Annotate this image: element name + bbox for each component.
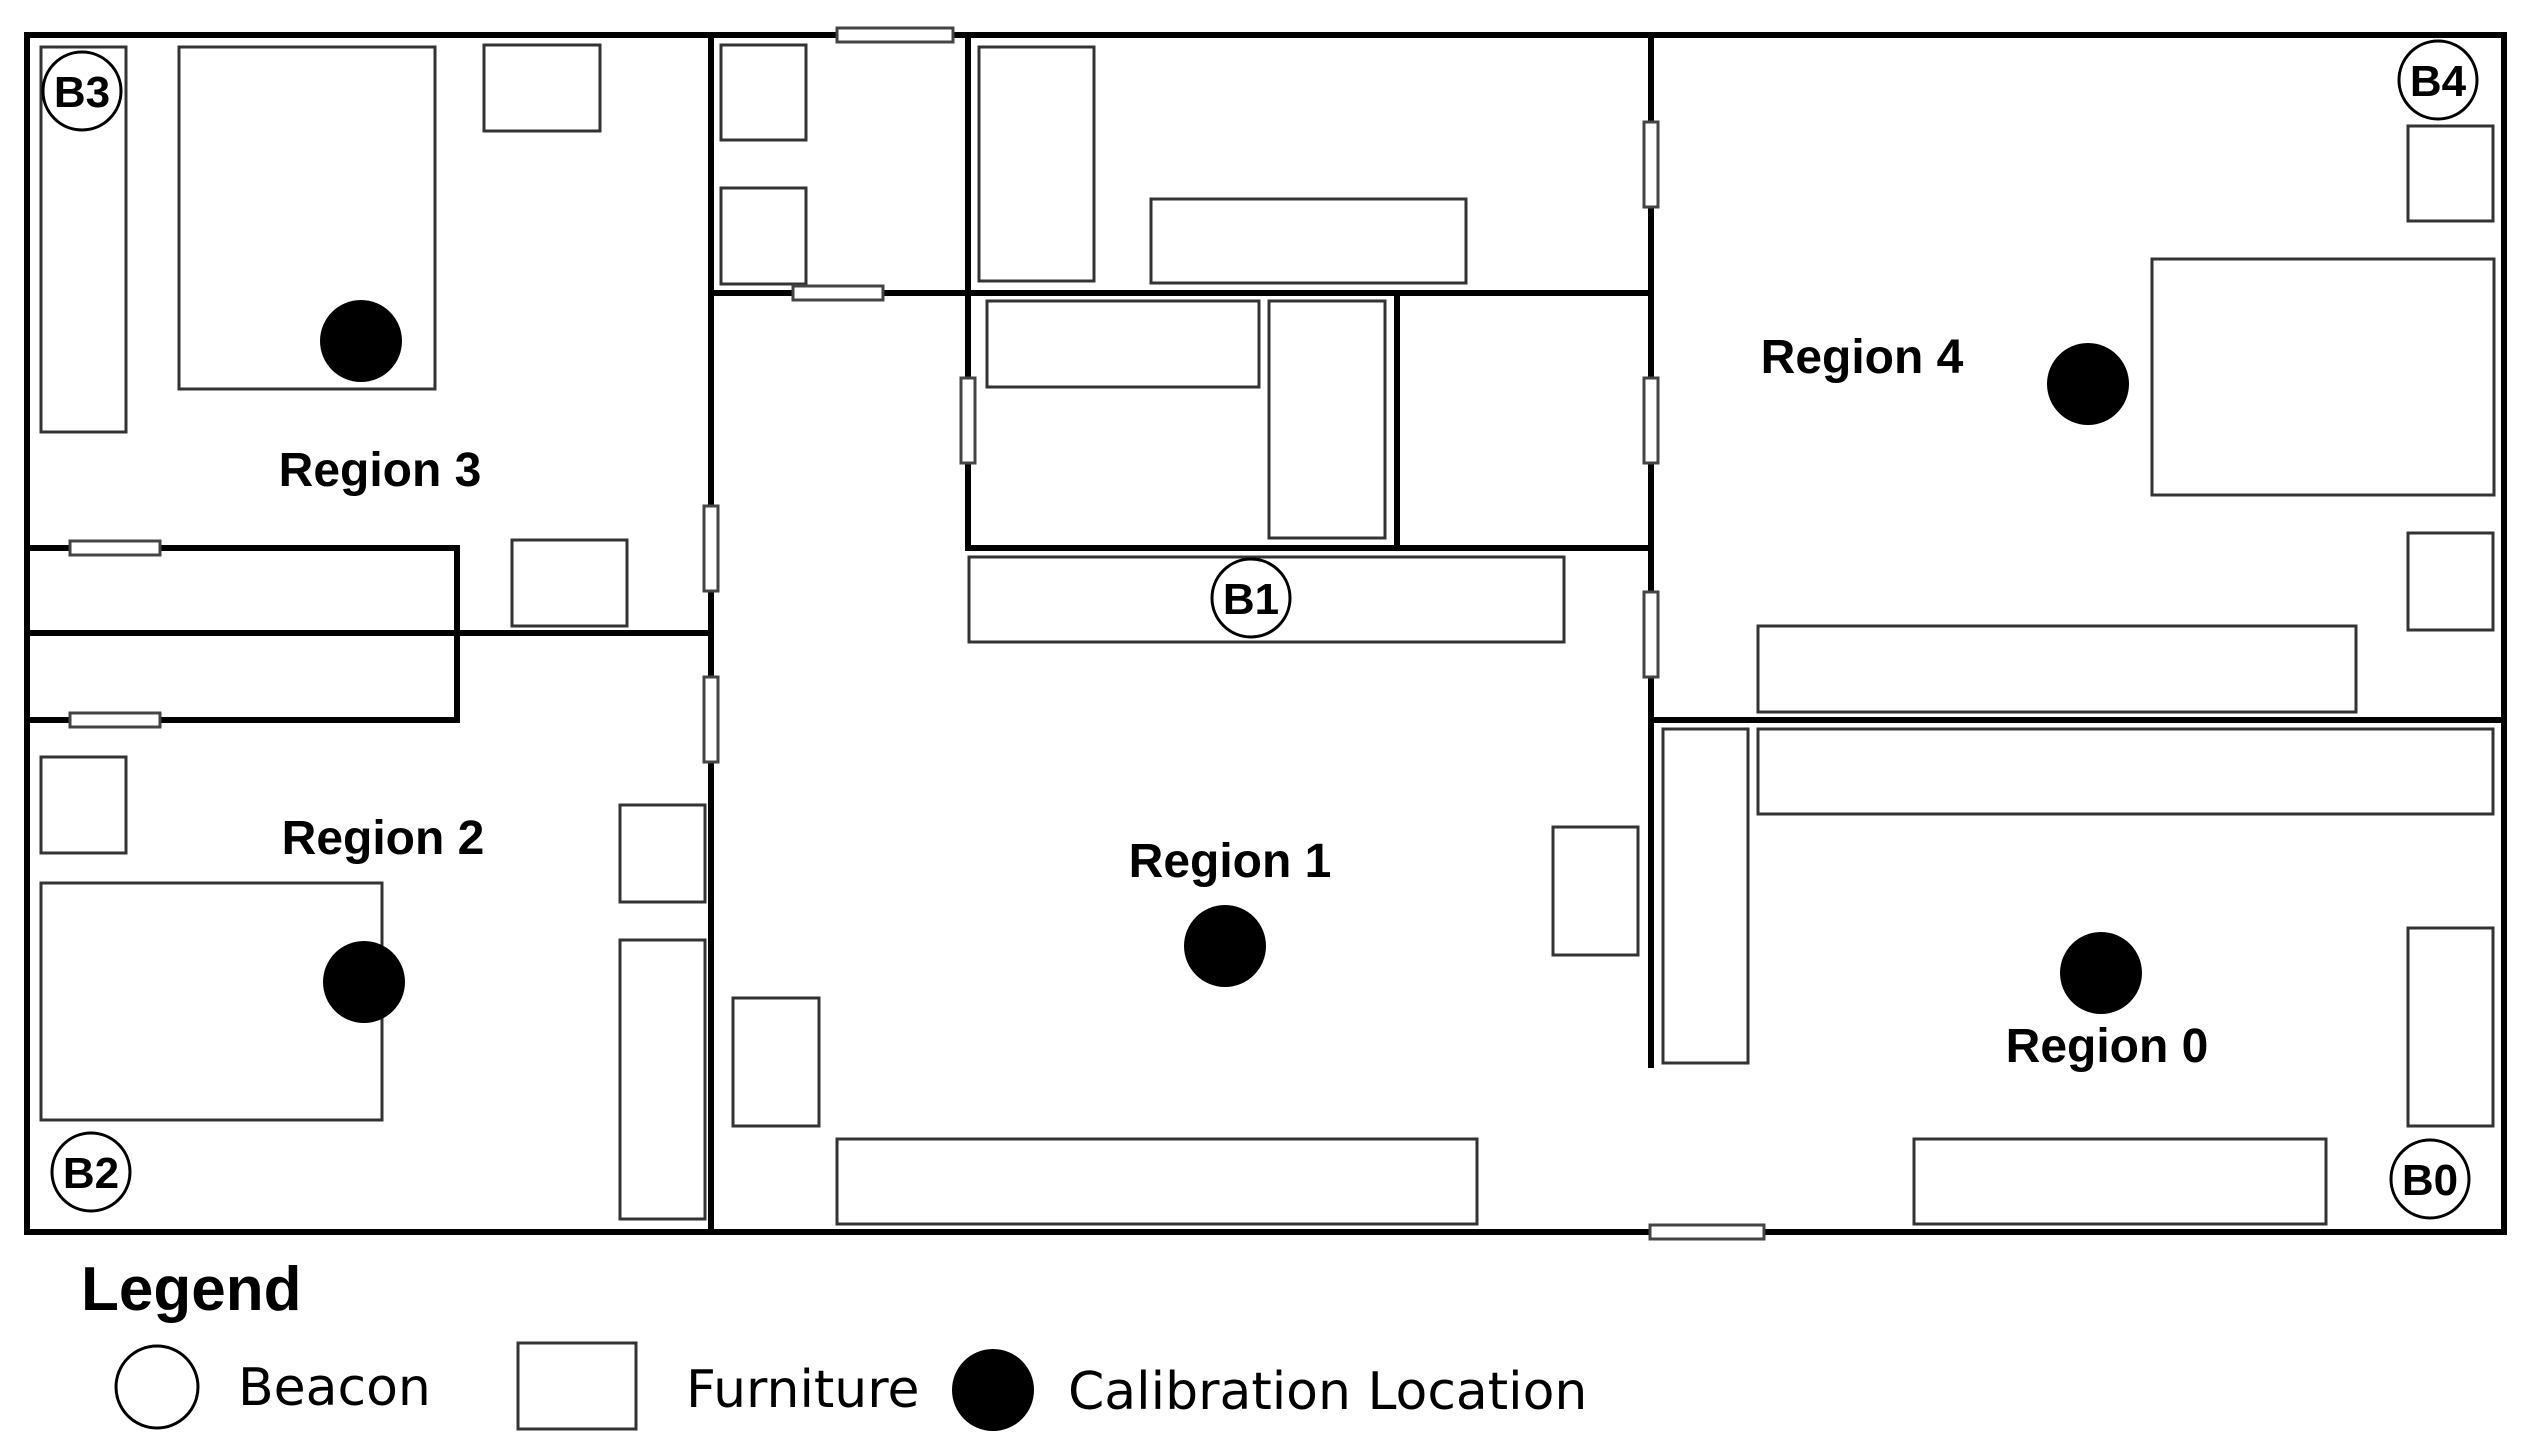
furniture-item xyxy=(39,755,128,855)
beacon-label: B2 xyxy=(63,1149,119,1198)
region-label-1: Region 1 xyxy=(1129,835,1332,888)
furniture-item xyxy=(835,1137,1479,1226)
door xyxy=(702,675,720,764)
door xyxy=(1642,590,1660,679)
furniture-item xyxy=(618,803,707,904)
furniture-item xyxy=(1756,624,2358,714)
furniture-item xyxy=(719,186,808,286)
legend: Legend Beacon Furniture Calibration Loca… xyxy=(81,1255,1587,1431)
furniture-item xyxy=(2150,257,2496,497)
beacon-label: B1 xyxy=(1223,575,1279,624)
beacon-b4: B4 xyxy=(2397,39,2479,121)
legend-furniture-label: Furniture xyxy=(686,1360,919,1420)
legend-beacon-label: Beacon xyxy=(238,1358,431,1418)
furniture-item xyxy=(2406,531,2495,632)
furniture-item xyxy=(2406,124,2495,223)
doors-group xyxy=(68,26,1766,1241)
door xyxy=(1642,376,1660,465)
region-label-0: Region 0 xyxy=(2006,1020,2209,1073)
furniture-item xyxy=(1661,727,1750,1065)
furniture-item xyxy=(510,538,629,628)
beacon-b2: B2 xyxy=(50,1131,132,1213)
furniture-item xyxy=(1756,727,2495,816)
beacons-group: B3 B4 B1 B2 B0 xyxy=(41,39,2479,1220)
calibration-point-region-2 xyxy=(323,941,405,1023)
calibration-point-region-1 xyxy=(1184,905,1266,987)
furniture-item xyxy=(1551,825,1640,957)
beacon-label: B0 xyxy=(2402,1156,2458,1205)
door xyxy=(1642,120,1660,209)
furniture-item xyxy=(977,45,1096,283)
beacon-b3: B3 xyxy=(41,50,123,132)
region-label-2: Region 2 xyxy=(282,812,485,865)
door xyxy=(791,284,885,302)
furniture-item xyxy=(1149,197,1468,285)
region-labels-group: Region 3 Region 4 Region 2 Region 1 Regi… xyxy=(279,331,2209,1073)
furniture-item xyxy=(482,43,602,133)
calibration-point-region-4 xyxy=(2047,343,2129,425)
furniture-item xyxy=(731,996,821,1128)
calibration-group xyxy=(320,300,2142,1023)
legend-beacon-swatch xyxy=(114,1344,200,1430)
furniture-item xyxy=(1267,299,1387,540)
calibration-point-region-0 xyxy=(2060,932,2142,1014)
furniture-item xyxy=(719,43,808,142)
region-label-3: Region 3 xyxy=(279,444,482,497)
door xyxy=(68,539,162,557)
door xyxy=(959,376,977,465)
furniture-item xyxy=(985,299,1261,389)
door xyxy=(1648,1223,1766,1241)
door xyxy=(835,26,955,44)
beacon-label: B4 xyxy=(2410,57,2467,106)
beacon-b0: B0 xyxy=(2389,1138,2471,1220)
beacon-b1: B1 xyxy=(1210,557,1292,639)
legend-calibration-label: Calibration Location xyxy=(1068,1362,1587,1422)
calibration-point-region-3 xyxy=(320,300,402,382)
furniture-item xyxy=(2406,926,2495,1128)
region-label-4: Region 4 xyxy=(1761,331,1964,384)
door xyxy=(68,711,162,729)
furniture-item xyxy=(618,938,707,1221)
legend-title: Legend xyxy=(81,1255,301,1324)
beacon-label: B3 xyxy=(54,68,110,117)
door xyxy=(702,504,720,593)
legend-calibration-swatch xyxy=(952,1349,1034,1431)
legend-furniture-swatch xyxy=(516,1341,638,1431)
furniture-item xyxy=(1912,1137,2328,1226)
